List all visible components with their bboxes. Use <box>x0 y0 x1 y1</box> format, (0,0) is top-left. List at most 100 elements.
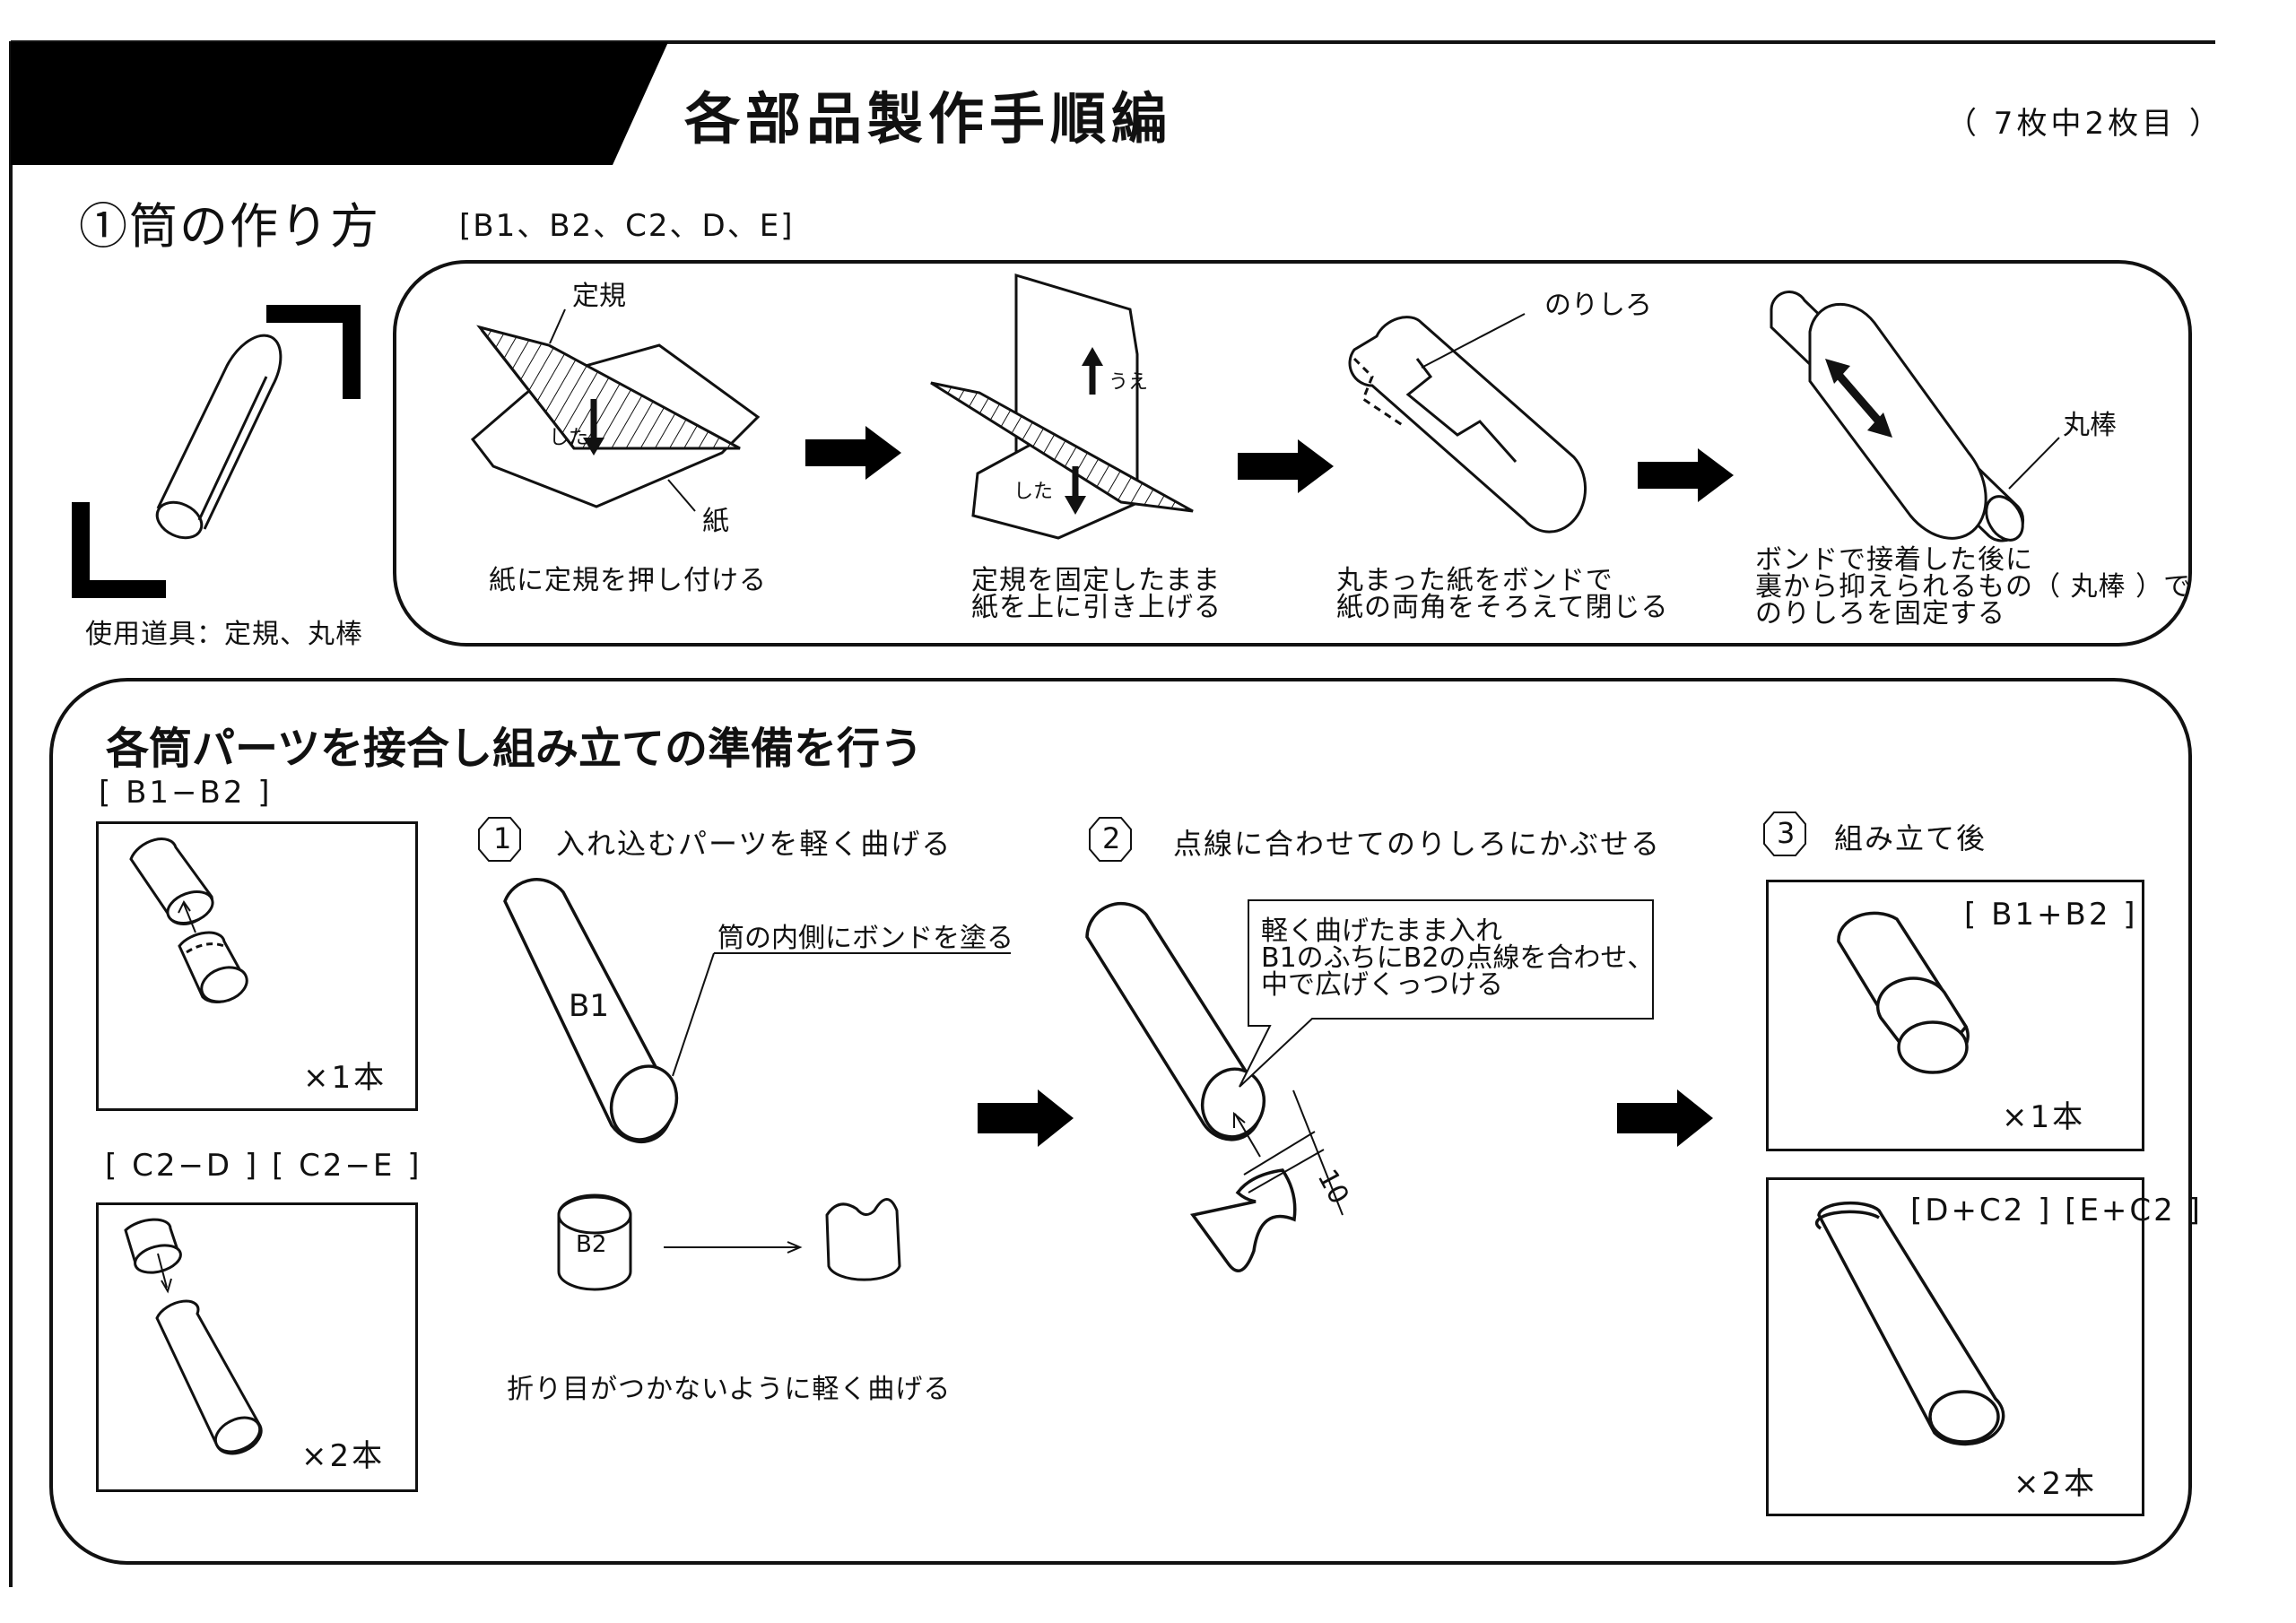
rod-label: 丸棒 <box>2063 410 2117 441</box>
tube-b2-icon <box>557 1193 632 1291</box>
caption-line: のりしろを固定する <box>1755 598 2005 629</box>
result-dc2-ec2-count: ×2本 <box>2013 1466 2098 1502</box>
tube-on-rod-icon <box>1770 291 2025 542</box>
section2-heading: 各筒パーツを接合し組み立ての準備を行う <box>106 724 924 774</box>
next-step-arrow-icon <box>1617 1089 1713 1147</box>
caption-line: 裏から抑えられるもの（ 丸棒 ）で <box>1755 571 2192 603</box>
step1-note: 折り目がつかないように軽く曲げる <box>507 1374 952 1405</box>
bubble-line: 軽く曲げたまま入れ <box>1261 916 1503 947</box>
insert-arrow-icon <box>178 900 196 933</box>
step2-label: 点線に合わせてのりしろにかぶせる <box>1173 827 1662 861</box>
result-dc2-ec2-label: [D+C2 ] [E+C2 ] <box>1910 1193 2203 1228</box>
speech-bubble <box>1239 899 1654 1088</box>
next-step-arrow-icon <box>1238 439 1334 493</box>
caption-line: 紙を上に引き上げる <box>971 592 1222 623</box>
glue-flap-label: のりしろ <box>1544 290 1652 321</box>
bubble-line: B1のふちにB2の点線を合わせ、 <box>1261 942 1655 974</box>
step2-number: 2 <box>1102 821 1123 855</box>
paper-label: 紙 <box>702 506 729 537</box>
caption-line: 定規を固定したまま <box>971 565 1222 596</box>
step2-octagon-icon <box>1089 817 1132 862</box>
ruler-label: 定規 <box>572 281 626 312</box>
dimension-lines <box>1243 1089 1344 1216</box>
caption-line: 紙に定規を押し付ける <box>489 565 767 596</box>
up-arrow-icon <box>1082 347 1103 395</box>
next-step-arrow-icon <box>978 1089 1074 1147</box>
step1d-caption: ボンドで接着した後に 裏から抑えられるもの（ 丸棒 ）で のりしろを固定する <box>1755 547 2191 628</box>
bend-arrow-icon <box>664 1241 803 1254</box>
step3-label: 組み立て後 <box>1834 821 1987 855</box>
bubble-line: 中で広げくっつける <box>1261 969 1503 1001</box>
step1-label: 入れ込むパーツを軽く曲げる <box>556 827 952 861</box>
step1b-caption: 定規を固定したまま 紙を上に引き上げる <box>971 568 1222 621</box>
ruler-hatched <box>930 381 1194 513</box>
step3-octagon-icon <box>1763 812 1806 856</box>
result-b1-b2-label: [ B1+B2 ] <box>1964 897 2138 933</box>
down-label: した <box>1013 481 1054 503</box>
down-arrow-icon <box>1065 466 1086 515</box>
step1a-caption: 紙に定規を押し付ける <box>489 568 767 595</box>
callout-leader-line <box>672 952 715 1077</box>
result-b1-b2-count: ×1本 <box>2002 1099 2086 1135</box>
next-step-arrow-icon <box>805 426 901 480</box>
tube-b2-label: B2 <box>576 1231 607 1258</box>
group-c2-de-count: ×2本 <box>301 1438 386 1474</box>
assembled-tube-icon <box>1837 911 1970 1074</box>
group-c2-de-label: [ C2−D ] [ C2−E ] <box>105 1148 422 1184</box>
result-b1-b2-box <box>1766 880 2144 1151</box>
speech-bubble-text: 軽く曲げたまま入れ B1のふちにB2の点線を合わせ、 中で広げくっつける <box>1261 918 1654 999</box>
bent-tube-b2-icon <box>1190 1168 1297 1272</box>
rolled-tube-icon <box>1348 316 1587 534</box>
step1-octagon-icon <box>478 817 521 862</box>
ruler-leader-line <box>549 308 566 344</box>
step3-number: 3 <box>1777 816 1797 850</box>
down-arrow-icon <box>583 399 604 456</box>
tube-b1-label: B1 <box>569 988 609 1024</box>
page-number-note: （ 7枚中2枚目 ） <box>1946 106 2223 142</box>
header-black-band <box>11 42 668 165</box>
up-label: うえ <box>1109 371 1149 394</box>
caption-line: ボンドで接着した後に <box>1755 544 2033 576</box>
caption-line: 紙の両角をそろえて閉じる <box>1336 592 1669 623</box>
group-b1-b2-box <box>96 821 418 1111</box>
corner-mark-top-right <box>266 305 361 399</box>
section2-panel <box>49 678 2192 1565</box>
double-arrow-icon <box>1825 359 1892 438</box>
section1-parts-list: [B1、B2、C2、D、E] <box>459 208 795 244</box>
next-step-arrow-icon <box>1638 448 1734 502</box>
callout-label: 筒の内側にボンドを塗る <box>718 923 1013 954</box>
group-b1-b2-label: [ B1−B2 ] <box>99 775 273 811</box>
rod-icon <box>155 334 283 540</box>
page-title: 各部品製作手順編 <box>684 86 1173 152</box>
down-label: した <box>549 427 589 449</box>
section1-heading: ①筒の作り方 <box>79 198 380 255</box>
corner-mark-bottom-left <box>72 502 166 598</box>
insert-arrow-icon <box>1233 1111 1261 1158</box>
assembled-long-tube-icon <box>1814 1201 2005 1446</box>
step1c-caption: 丸まった紙をボンドで 紙の両角をそろえて閉じる <box>1336 568 1669 621</box>
glue-flap-leader-line <box>1421 313 1526 369</box>
caption-line: 丸まった紙をボンドで <box>1336 565 1613 596</box>
paper-leader-line <box>667 479 696 512</box>
step1-number: 1 <box>493 821 514 855</box>
section1-panel <box>393 260 2192 647</box>
tools-used-label: 使用道具：定規、丸棒 <box>85 619 363 650</box>
bent-tube-icon <box>825 1198 901 1281</box>
group-c2-de-box <box>96 1202 418 1492</box>
insert-arrow-icon <box>157 1253 172 1294</box>
